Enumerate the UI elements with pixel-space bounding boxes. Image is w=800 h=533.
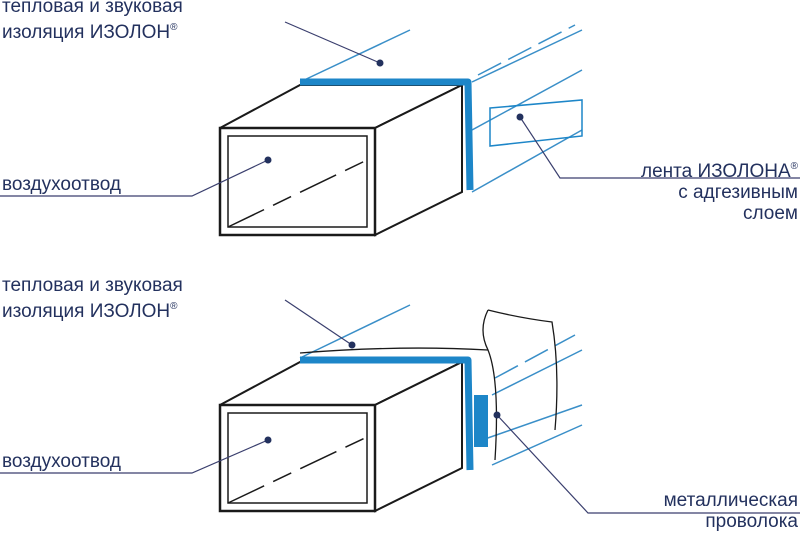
label-duct-text: воздухоотвод [2,174,121,195]
guide-line [491,424,583,466]
leader-dot [516,113,524,121]
leader-insulation [284,21,381,64]
leader-dot [376,59,384,67]
label-tape-line2: с адгезивным [678,182,798,203]
guide-line [299,304,411,359]
leader-tape [519,116,800,179]
wire-wrap [482,309,489,351]
wire-wrap [487,309,558,431]
guide-line-dashed [477,24,576,76]
leader-dot [493,411,501,419]
leader-duct [0,439,269,474]
duct-inner-diagonal [227,436,368,504]
leader-dot [348,341,356,349]
label-insulation-line1: тепловая и звуковая [2,0,183,17]
duct-inner-diagonal [227,159,368,228]
label-duct: воздухоотвод [2,451,121,472]
label-wire-line2: проволока [705,511,798,532]
leader-dot [264,436,272,444]
label-insulation-line2: изоляция ИЗОЛОН [2,22,171,43]
leader-duct [0,159,269,197]
label-tape-line1: лента ИЗОЛОНА [641,161,791,182]
insulation-band [300,78,474,191]
label-insulation-line1: тепловая и звуковая [2,275,183,296]
registered-mark: ® [170,22,178,33]
label-insulation: тепловая и звуковая изоляция ИЗОЛОН® [2,275,183,322]
label-tape-line3: слоем [743,203,798,224]
guide-line-dashed [494,334,576,379]
label-duct-text: воздухоотвод [2,451,121,472]
registered-mark: ® [790,161,798,172]
tape-strip [489,99,583,147]
guide-line [491,349,583,396]
registered-mark: ® [170,301,178,312]
wire-band [474,395,488,447]
guide-line [471,29,583,83]
duct-front-face [218,403,377,513]
leader-dot [264,156,272,164]
guide-line [481,404,583,441]
diagram-tape [0,21,800,237]
label-wire-line1: металлическая [663,490,798,511]
label-tape: лента ИЗОЛОНА® с адгезивным слоем [641,156,798,224]
guide-line [471,69,583,131]
guide-line [299,29,411,83]
leader-wire [496,414,800,514]
label-insulation-line2: изоляция ИЗОЛОН [2,301,171,322]
leader-insulation [284,299,353,346]
label-insulation: тепловая и звуковая изоляция ИЗОЛОН® [2,0,183,43]
label-wire: металлическая проволока [664,490,798,532]
wire-wrap [299,347,498,461]
duct-front-inner [227,135,368,228]
insulation-band [300,356,474,471]
label-duct: воздухоотвод [2,174,121,195]
guide-line [471,129,583,193]
diagram-wire [0,299,800,514]
duct-front-face [218,126,377,237]
